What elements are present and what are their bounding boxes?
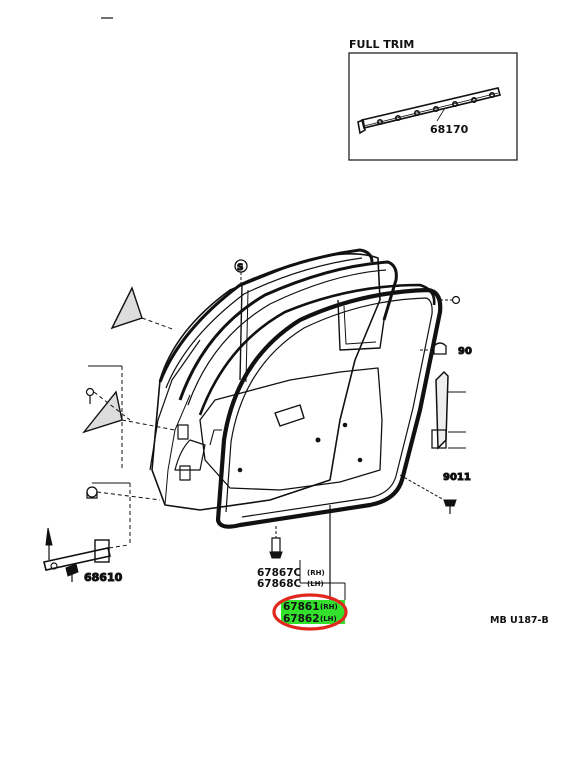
label-67867c-side: (RH) [307, 569, 325, 577]
highlight-fill [281, 600, 345, 624]
moulding-strip-drawing [357, 87, 501, 135]
label-67861-side: (RH) [320, 603, 338, 611]
door-weatherstrip [215, 287, 443, 529]
door-assembly [149, 248, 443, 529]
inset-frame [348, 52, 518, 161]
screw-right [443, 499, 457, 514]
door-check-assembly [43, 527, 129, 582]
label-9011: 9011 [443, 472, 471, 483]
label-90: 90 [458, 346, 472, 357]
bolt-lower [269, 526, 283, 559]
label-68170: 68170 [430, 123, 469, 136]
label-67868c-side: (LH) [307, 580, 324, 588]
label-67861: 67861 [283, 601, 320, 613]
label-68610: 68610 [84, 571, 123, 584]
clip-upper-left [85, 387, 95, 404]
label-67868c: 67868C [257, 578, 302, 590]
full-trim-inset: FULL TRIM 68170 [348, 38, 518, 161]
door-handle-recess [274, 404, 305, 427]
corner-cover-upper [110, 286, 143, 330]
diagram-code: MB U187-B [490, 615, 549, 626]
screw-symbol: S [234, 259, 248, 285]
inset-title: FULL TRIM [349, 38, 414, 51]
vertical-trim-strip [431, 370, 466, 450]
small-parts: S [43, 259, 472, 600]
label-67867c: 67867C [257, 567, 302, 579]
label-67862: 67862 [283, 613, 320, 625]
screw-mark-text: S [237, 263, 243, 273]
red-circle [272, 593, 348, 631]
glass-run-middle [178, 260, 398, 401]
clip-right-90 [420, 342, 447, 355]
glass-run-outer [158, 248, 374, 383]
corner-cover-lower [82, 390, 123, 434]
callout-weatherstrip-c: 67867C (RH) 67868C (LH) [257, 567, 325, 590]
clip-right-top [440, 295, 461, 305]
label-67862-side: (LH) [320, 615, 337, 623]
highlighted-part-numbers: 67861 (RH) 67862 (LH) [272, 593, 348, 631]
grommet [86, 486, 98, 499]
